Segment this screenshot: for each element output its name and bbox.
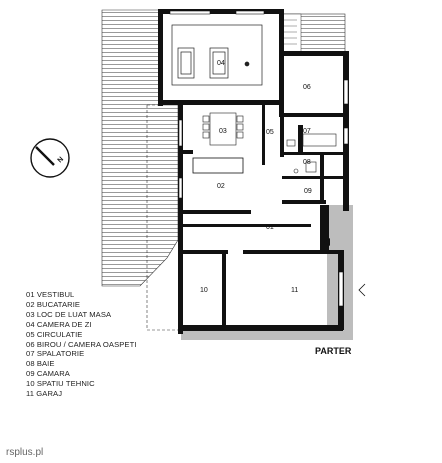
room-label-03: 03 bbox=[219, 128, 227, 135]
legend-item: 10 SPATIU TEHNIC bbox=[26, 379, 95, 389]
room-label-11: 11 bbox=[291, 287, 298, 294]
room-label-02: 02 bbox=[217, 183, 225, 190]
roof-hatch-area bbox=[101, 9, 179, 287]
walls bbox=[158, 9, 349, 334]
stairs bbox=[280, 13, 346, 53]
room-label-05: 05 bbox=[266, 129, 274, 136]
legend-item: 11 GARAJ bbox=[26, 389, 63, 399]
compass-icon: N bbox=[30, 138, 70, 178]
legend-item: 08 BAIE bbox=[26, 359, 55, 369]
terrace-outline bbox=[146, 104, 181, 331]
legend-item: 07 SPALATORIE bbox=[26, 349, 85, 359]
dining-table bbox=[202, 112, 244, 146]
room-label-06: 06 bbox=[303, 84, 311, 91]
room-label-09: 09 bbox=[304, 188, 312, 195]
legend-item: 03 LOC DE LUAT MASA bbox=[26, 309, 112, 319]
room-labels: 01 02 03 04 05 06 07 08 09 10 11 bbox=[200, 60, 312, 294]
legend-item: 09 CAMARA bbox=[26, 369, 70, 379]
windows bbox=[169, 10, 349, 307]
room-legend: 01 VESTIBUL 02 BUCATARIE 03 LOC DE LUAT … bbox=[26, 290, 137, 399]
legend-item: 04 CAMERA DE ZI bbox=[26, 319, 92, 329]
credit-text: rsplus.pl bbox=[6, 447, 44, 458]
room-label-10: 10 bbox=[200, 287, 208, 294]
legend-item: 05 CIRCULATIE bbox=[26, 329, 83, 339]
room-label-04: 04 bbox=[217, 60, 225, 67]
room-label-08: 08 bbox=[303, 159, 311, 166]
legend-item: 02 BUCATARIE bbox=[26, 299, 81, 309]
legend-item: 06 BIROU / CAMERA OASPETI bbox=[26, 339, 137, 349]
compass-north-label: N bbox=[57, 156, 66, 165]
room-label-07: 07 bbox=[303, 128, 311, 135]
entrance-marker bbox=[324, 238, 366, 297]
bathroom-fixtures bbox=[286, 133, 337, 174]
floor-title: PARTER bbox=[315, 346, 352, 356]
living-room-furniture bbox=[171, 24, 263, 86]
legend-item: 01 VESTIBUL bbox=[26, 290, 75, 299]
room-label-01: 01 bbox=[266, 224, 274, 231]
